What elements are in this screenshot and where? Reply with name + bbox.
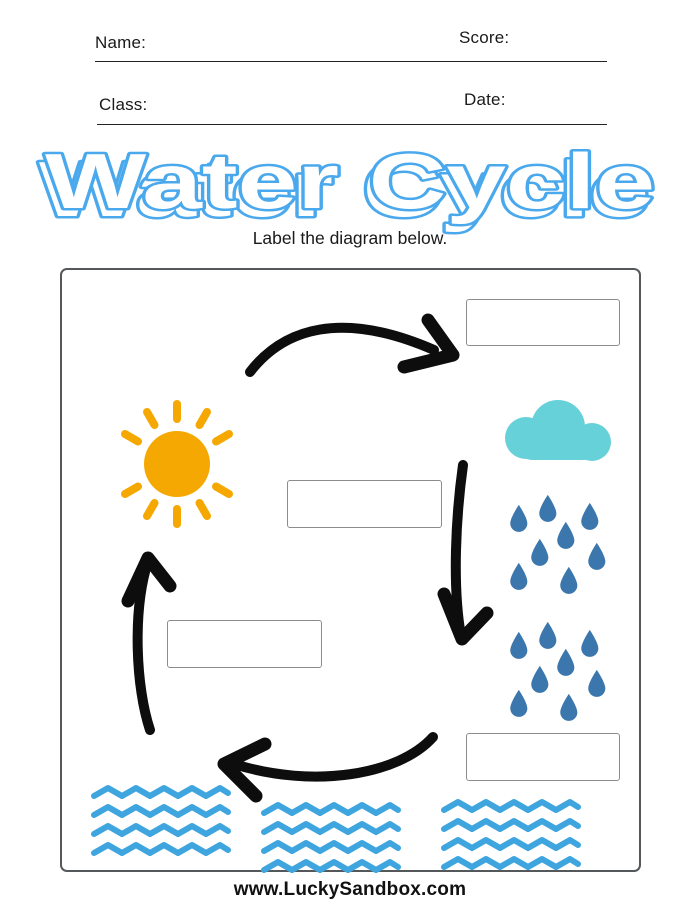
date-label: Date: (464, 90, 506, 109)
cloud-icon (505, 400, 611, 461)
wave-line (441, 818, 581, 832)
wave-line (91, 785, 231, 799)
answer-box-1[interactable] (466, 299, 620, 346)
wave-line (91, 823, 231, 837)
answer-box-4[interactable] (466, 733, 620, 781)
page-title: Water Cycle Water Cycle (37, 138, 658, 236)
wave-line (261, 840, 401, 854)
class-label: Class: (99, 95, 148, 114)
arrow-up-left (121, 551, 177, 735)
wave-line (261, 802, 401, 816)
wave-line (91, 842, 231, 856)
class-date-write-line[interactable] (97, 124, 607, 125)
cycle-arrows (121, 313, 494, 803)
wave-line (441, 837, 581, 851)
arrow-top-clockwise (245, 313, 460, 377)
water-waves-icon-middle (260, 800, 402, 875)
water-waves-icon-left (90, 783, 232, 858)
water-waves-icon-right (438, 797, 584, 872)
page-title-shadow-text: Water Cycle (39, 145, 649, 233)
wave-line (261, 859, 401, 873)
footer-website: www.LuckySandbox.com (233, 879, 467, 900)
wave-line (91, 804, 231, 818)
name-label: Name: (95, 33, 147, 52)
score-label: Score: (459, 28, 510, 47)
name-score-write-line[interactable] (95, 61, 607, 62)
wave-line (261, 821, 401, 835)
page-title-text: Water Cycle (45, 138, 655, 225)
wave-line (441, 799, 581, 813)
answer-box-3[interactable] (167, 620, 322, 668)
instruction-text: Label the diagram below. (252, 228, 448, 248)
answer-box-2[interactable] (287, 480, 442, 528)
arrow-down-right (437, 460, 494, 646)
diagram-frame (60, 268, 641, 875)
arrow-bottom-left (217, 732, 438, 803)
wave-line (441, 856, 581, 870)
sun-icon (121, 400, 233, 528)
